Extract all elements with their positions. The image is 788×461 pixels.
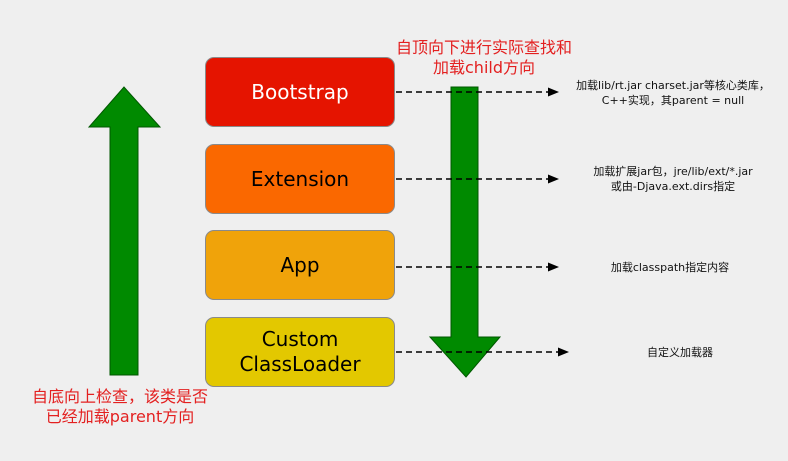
bootstrap-box: Bootstrap [205,57,395,127]
extension-box: Extension [205,144,395,214]
bottom-up-label: 自底向上检查，该类是否 已经加载parent方向 [31,387,208,426]
custom-classloader-box: Custom ClassLoader [205,317,395,387]
note-bootstrap: 加载lib/rt.jar charset.jar等核心类库， C++实现，其pa… [576,79,770,107]
note-extension: 加载扩展jar包，jre/lib/ext/*.jar 或由-Djava.ext.… [593,165,753,193]
note-custom: 自定义加载器 [647,346,713,359]
arrowhead-extension [548,174,559,184]
arrowhead-custom [558,347,569,357]
app-box: App [205,230,395,300]
app-label: App [280,252,320,277]
custom-classloader-label: Custom ClassLoader [239,327,361,376]
top-down-label: 自顶向下进行实际查找和 加载child方向 [395,38,572,77]
up-arrow [87,86,162,376]
note-app: 加载classpath指定内容 [610,261,730,274]
arrowhead-bootstrap [548,87,559,97]
bootstrap-label: Bootstrap [251,79,349,104]
extension-label: Extension [250,166,350,191]
down-arrow [428,86,502,378]
arrowhead-app [548,262,559,272]
